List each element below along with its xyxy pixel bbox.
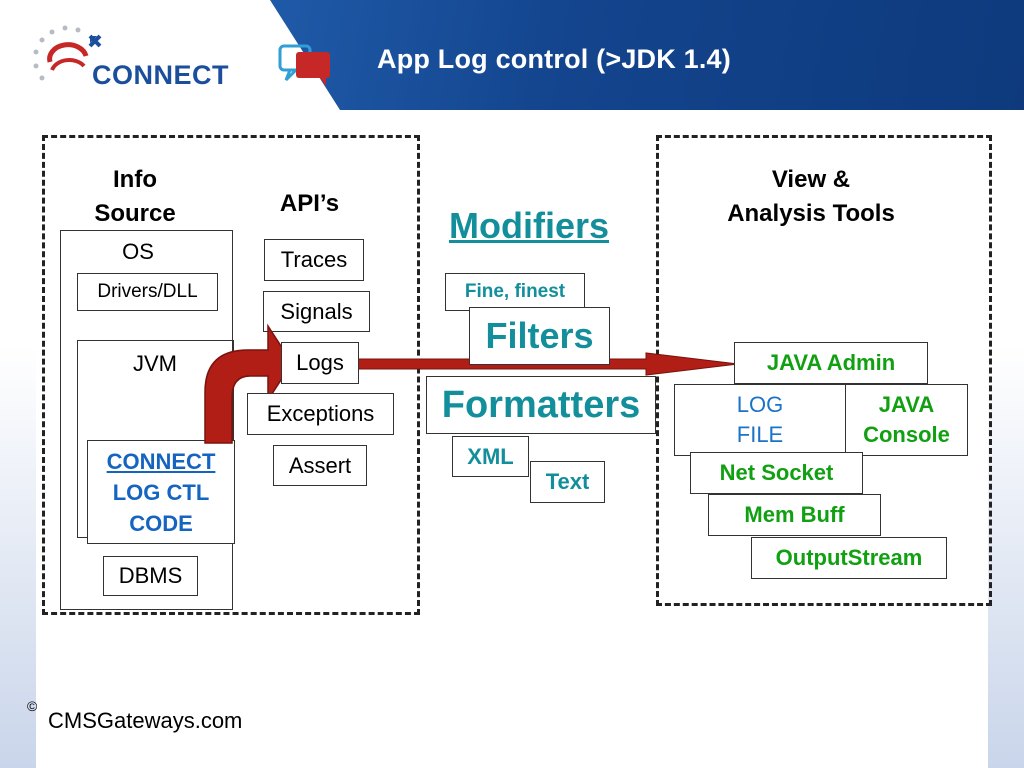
view-tools-heading: View & Analysis Tools	[700, 163, 922, 231]
modifiers-heading: Modifiers	[448, 205, 609, 246]
connect-label: CONNECT	[106, 448, 216, 474]
api-logs-label: Logs	[296, 350, 344, 375]
api-signals-label: Signals	[280, 298, 353, 324]
api-signals-box: Signals	[263, 291, 370, 332]
connect-log-ctl-box: CONNECT LOG CTL CODE	[87, 440, 235, 544]
drivers-box: Drivers/DLL	[77, 273, 218, 311]
view-tools-heading-line1: View &	[771, 166, 851, 193]
log-file-line1: LOG	[736, 392, 784, 417]
fine-finest-label: Fine, finest	[464, 281, 566, 302]
api-traces-label: Traces	[280, 247, 348, 272]
filters-label: Filters	[485, 315, 594, 356]
dbms-box: DBMS	[103, 556, 198, 596]
os-label: OS	[122, 239, 154, 264]
left-dashed-frame	[42, 135, 420, 615]
view-tools-heading-line2: Analysis Tools	[727, 200, 895, 227]
log-ctl-label: LOG CTL	[112, 479, 210, 505]
info-source-heading-line1: Info	[113, 166, 157, 193]
output-stream-label: OutputStream	[775, 545, 923, 570]
xml-box: XML	[452, 436, 529, 477]
jvm-label: JVM	[133, 351, 177, 376]
xml-label: XML	[467, 443, 514, 469]
dbms-label: DBMS	[118, 563, 183, 588]
output-stream-box: OutputStream	[751, 537, 947, 579]
log-file-line2: FILE	[736, 422, 784, 447]
drivers-label: Drivers/DLL	[97, 281, 198, 302]
java-console-line1: JAVA	[878, 392, 935, 417]
api-assert-label: Assert	[288, 452, 352, 478]
net-socket-box: Net Socket	[690, 452, 863, 494]
formatters-box: Formatters	[426, 376, 656, 434]
connect-logo-icon	[33, 25, 102, 81]
filters-box: Filters	[469, 307, 610, 365]
text-box: Text	[530, 461, 605, 503]
api-traces-box: Traces	[264, 239, 364, 281]
info-source-heading-line2: Source	[94, 200, 176, 227]
java-console-line2: Console	[863, 422, 950, 447]
mem-buff-box: Mem Buff	[708, 494, 881, 536]
copyright-symbol: ©	[27, 698, 38, 714]
header: CONNECT App Log control (>JDK 1.4)	[0, 0, 1024, 110]
api-assert-box: Assert	[273, 445, 367, 486]
api-exceptions-box: Exceptions	[247, 393, 394, 435]
code-label: CODE	[129, 510, 193, 536]
logo-text: CONNECT	[92, 60, 229, 90]
title-band	[270, 0, 1024, 110]
text-label: Text	[545, 469, 590, 494]
java-admin-label: JAVA Admin	[766, 350, 896, 375]
footer-site: CMSGateways.com	[48, 708, 243, 733]
net-socket-label: Net Socket	[719, 460, 834, 485]
java-console-box: JAVA Console	[845, 384, 968, 456]
mem-buff-label: Mem Buff	[744, 502, 845, 527]
apis-heading: API’s	[279, 190, 340, 217]
page-title: App Log control (>JDK 1.4)	[377, 44, 731, 74]
log-file-box: LOG FILE	[674, 384, 846, 456]
fine-finest-box: Fine, finest	[445, 273, 585, 311]
api-exceptions-label: Exceptions	[266, 401, 375, 426]
api-logs-box: Logs	[281, 342, 359, 384]
info-source-heading: Info Source	[70, 163, 200, 231]
formatters-label: Formatters	[441, 383, 641, 426]
java-admin-box: JAVA Admin	[734, 342, 928, 384]
speech-bubble-icon	[278, 44, 330, 86]
